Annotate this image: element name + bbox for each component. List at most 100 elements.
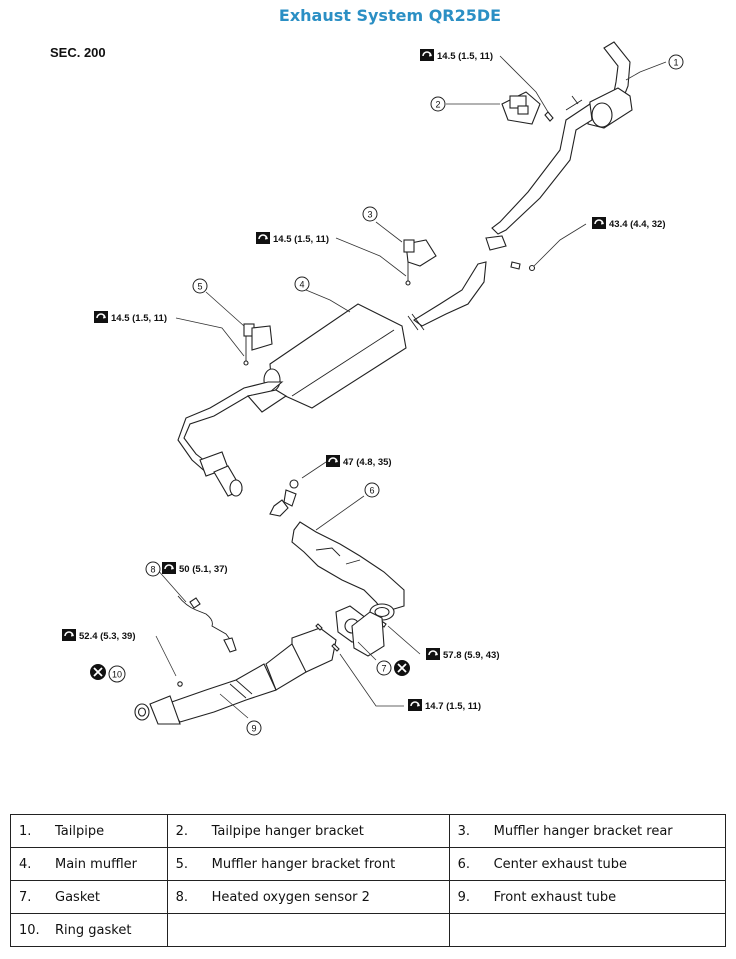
torque-wrench-icon (419, 48, 435, 62)
torque-spec-6: 50 (5.1, 37) (161, 561, 228, 575)
legend-part-number: 9. (457, 889, 471, 905)
callout-7: 7 (376, 660, 392, 676)
torque-spec-7: 52.4 (5.3, 39) (61, 628, 136, 642)
main-muffler (177, 261, 487, 497)
replace-symbol-icon (90, 664, 106, 680)
callout-number: 6 (369, 486, 374, 496)
callout-8: 8 (145, 561, 161, 577)
torque-spec-2: 14.5 (1.5, 11) (255, 231, 329, 245)
legend-cell: 5. Muffler hanger bracket front (166, 847, 450, 881)
legend-row: 1. Tailpipe 2. Tailpipe hanger bracket 3. Muf… (10, 814, 727, 848)
legend-part-number: 7. (19, 889, 32, 905)
legend-cell: 9. Front exhaust tube (448, 880, 727, 914)
legend-part-number: 5. (175, 856, 189, 872)
torque-wrench-icon (407, 698, 423, 712)
torque-value: 47 (4.8, 35) (343, 457, 392, 468)
legend-part-label: Front exhaust tube (493, 889, 617, 905)
callout-2: 2 (430, 96, 446, 112)
parts-legend-table: 1. Tailpipe 2. Tailpipe hanger bracket 3. Muf… (10, 814, 727, 947)
legend-cell: 10.Ring gasket (10, 913, 168, 947)
gasket (335, 605, 385, 657)
legend-part-label: Muffler hanger bracket front (211, 856, 396, 872)
rear-flange-bolts (510, 261, 536, 272)
torque-value: 57.8 (5.9, 43) (443, 650, 500, 661)
legend-part-label: Tailpipe (55, 823, 105, 839)
callout-number: 7 (381, 664, 386, 674)
callout-6: 6 (364, 482, 380, 498)
torque-spec-5: 47 (4.8, 35) (325, 454, 392, 468)
callout-3: 3 (362, 206, 378, 222)
callout-number: 3 (367, 210, 372, 220)
front-exhaust-tube (149, 623, 340, 725)
callout-number: 8 (150, 565, 155, 575)
torque-value: 43.4 (4.4, 32) (609, 219, 666, 230)
callout-number: 4 (299, 280, 304, 290)
legend-part-label: Main muffler (55, 856, 137, 872)
leader-lines (155, 55, 667, 719)
callout-number: 2 (435, 100, 440, 110)
legend-cell (448, 913, 727, 947)
torque-wrench-icon (325, 454, 341, 468)
legend-part-number: 1. (19, 823, 32, 839)
ring-gasket (134, 703, 150, 721)
tailpipe (491, 41, 633, 235)
exhaust-diagram: 1 2 3 4 5 6 7 8 9 10 14.5 (1.5, 11) 14.5… (61, 41, 684, 736)
callout-number: 5 (197, 282, 202, 292)
torque-value: 14.5 (1.5, 11) (273, 234, 329, 245)
legend-row: 4. Main muffler 5. Muffler hanger bracket f… (10, 847, 727, 881)
callout-1: 1 (668, 54, 684, 70)
legend-part-number: 6. (457, 856, 471, 872)
callout-number: 10 (112, 670, 122, 680)
diagram-title: Exhaust System QR25DE (278, 6, 502, 25)
callout-10: 10 (108, 665, 126, 683)
replace-symbol-icon (394, 660, 410, 676)
torque-spec-4: 43.4 (4.4, 32) (591, 216, 666, 230)
sensor-nut (269, 479, 299, 517)
legend-part-number: 4. (19, 856, 32, 872)
legend-part-number: 3. (457, 823, 471, 839)
legend-part-label: Tailpipe hanger bracket (211, 823, 364, 839)
callout-number: 9 (251, 724, 256, 734)
legend-cell: 3. Muffler hanger bracket rear (448, 814, 727, 848)
torque-value: 14.5 (1.5, 11) (111, 313, 167, 324)
legend-part-label: Heated oxygen sensor 2 (211, 889, 370, 905)
torque-wrench-icon (255, 231, 271, 245)
legend-cell: 1. Tailpipe (10, 814, 168, 848)
torque-wrench-icon (591, 216, 607, 230)
torque-wrench-icon (425, 647, 441, 661)
sensor-boss (177, 681, 183, 687)
heated-oxygen-sensor (177, 595, 237, 653)
torque-wrench-icon (161, 561, 177, 575)
torque-value: 14.5 (1.5, 11) (437, 51, 493, 62)
torque-spec-8: 57.8 (5.9, 43) (425, 647, 500, 661)
muffler-hanger-bracket-rear (403, 239, 437, 286)
legend-part-label: Gasket (55, 889, 100, 905)
torque-spec-1: 14.5 (1.5, 11) (419, 48, 493, 62)
tailpipe-hanger-bracket (501, 91, 554, 125)
section-label: SEC. 200 (50, 45, 106, 60)
legend-cell: 7. Gasket (10, 880, 168, 914)
center-exhaust-tube (291, 521, 405, 621)
tailpipe-insulator (485, 235, 507, 251)
legend-cell: 6. Center exhaust tube (448, 847, 727, 881)
torque-spec-9: 14.7 (1.5, 11) (407, 698, 481, 712)
callout-4: 4 (294, 276, 310, 292)
torque-value: 14.7 (1.5, 11) (425, 701, 481, 712)
legend-part-label: Center exhaust tube (493, 856, 627, 872)
legend-row: 10.Ring gasket (10, 913, 727, 947)
muffler-hanger-bracket-front (243, 323, 273, 366)
torque-wrench-icon (93, 310, 109, 324)
legend-part-number: 8. (175, 889, 189, 905)
torque-spec-3: 14.5 (1.5, 11) (93, 310, 167, 324)
legend-part-number: 10. (19, 922, 40, 938)
callout-9: 9 (246, 720, 262, 736)
legend-cell: 2. Tailpipe hanger bracket (166, 814, 450, 848)
legend-cell (166, 913, 450, 947)
legend-cell: 4. Main muffler (10, 847, 168, 881)
torque-value: 52.4 (5.3, 39) (79, 631, 136, 642)
legend-part-label: Muffler hanger bracket rear (493, 823, 673, 839)
torque-wrench-icon (61, 628, 77, 642)
callout-number: 1 (673, 58, 678, 68)
callout-5: 5 (192, 278, 208, 294)
legend-part-number: 2. (175, 823, 189, 839)
